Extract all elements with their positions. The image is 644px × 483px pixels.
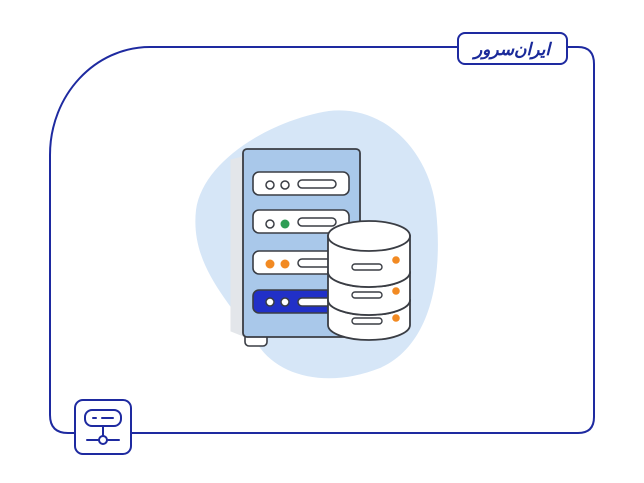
server-slot-1 (252, 171, 350, 196)
slot-1-led-a (265, 180, 275, 190)
db-led-1 (392, 256, 400, 264)
brand-name: ایران‌سرور (471, 40, 552, 60)
db-led-2 (392, 287, 400, 295)
server-slot-3 (252, 250, 350, 275)
network-server-icon (74, 399, 132, 455)
brand-logo: ایران‌سرور (457, 32, 568, 65)
server-slot-2 (252, 209, 350, 234)
slot-4-led-a (265, 297, 275, 307)
database-cylinder (327, 220, 411, 341)
db-led-3 (392, 314, 400, 322)
card-frame (49, 46, 595, 434)
slot-4-led-b (280, 297, 290, 307)
slot-2-led-a (265, 219, 275, 229)
slot-2-led-green (280, 219, 290, 229)
slot-3-led-orange-b (280, 259, 290, 269)
slot-1-led-b (280, 180, 290, 190)
slot-3-led-orange-a (265, 259, 275, 269)
